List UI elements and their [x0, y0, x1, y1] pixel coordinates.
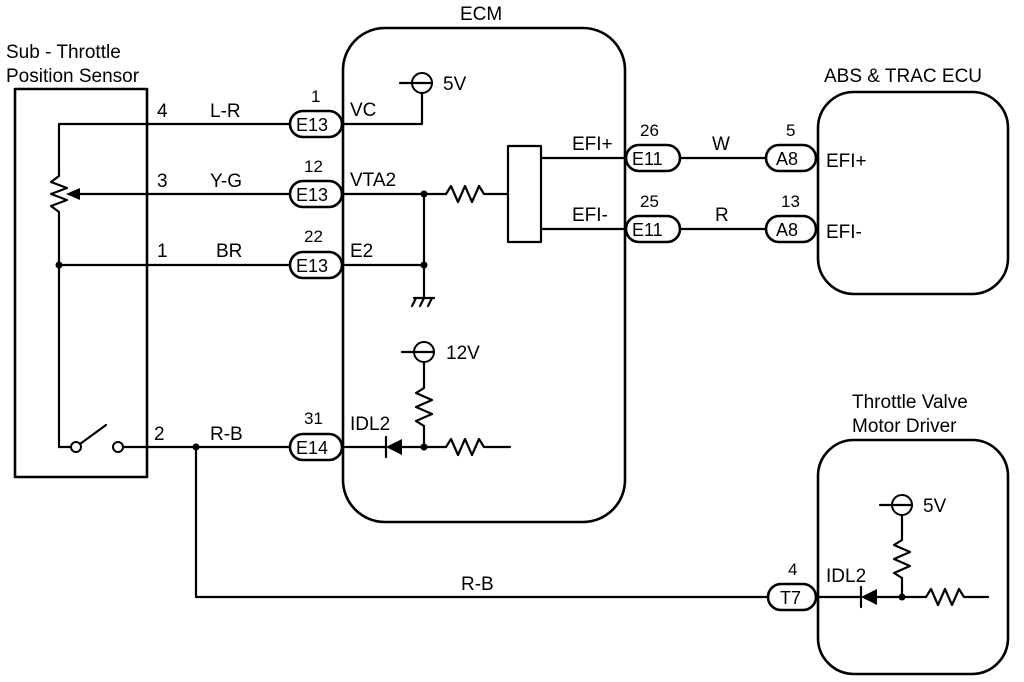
- connector-pin: 22: [304, 227, 323, 246]
- terminal-vta2: VTA2: [350, 170, 396, 191]
- wiper-arrowhead: [66, 188, 80, 200]
- motor-driver-title-line2: Motor Driver: [852, 416, 957, 437]
- connector-vc: 1 E13: [288, 87, 344, 139]
- connector-e2: 22 E13: [288, 227, 344, 280]
- connector-abs-efi-plus: 5 A8: [764, 121, 818, 173]
- connector-efi-minus: 25 E11: [624, 192, 682, 244]
- motor-driver-box: [816, 438, 1010, 676]
- switch-blade: [78, 423, 108, 446]
- abs-trac-ecu-box: [816, 90, 1010, 296]
- connector-idl2: 31 E14: [288, 409, 344, 462]
- connector-pill: [764, 143, 818, 173]
- terminal-efi-plus: EFI+: [572, 134, 613, 155]
- connector-pill: [764, 214, 818, 244]
- pullup-resistor: [414, 360, 434, 428]
- terminal-vc: VC: [350, 100, 376, 121]
- connector-pin: 12: [304, 157, 323, 176]
- terminal-e2: E2: [350, 241, 373, 262]
- driver-internals: IDL2 5V: [814, 494, 990, 609]
- driver-supply-5v: 5V: [923, 496, 947, 517]
- connector-efi-plus: 26 E11: [624, 121, 682, 173]
- motor-driver-title-line1: Throttle Valve: [852, 392, 968, 413]
- vc-line: [340, 92, 424, 126]
- connector-name: A8: [776, 149, 798, 169]
- connector-name: E13: [296, 256, 328, 276]
- driver-resistor: [924, 587, 990, 607]
- abs-terminal-efi-minus: EFI-: [826, 222, 862, 243]
- wire-color-e2: BR: [216, 241, 242, 262]
- connector-driver-idl2: 4 T7: [766, 560, 818, 612]
- wire-color-vc: L-R: [210, 101, 241, 122]
- switch-contact-right: [112, 441, 124, 453]
- connector-pin: 4: [788, 560, 797, 579]
- junction-dot: [420, 261, 428, 269]
- connector-pin: 5: [786, 121, 795, 140]
- connector-abs-efi-minus: 13 A8: [764, 192, 818, 244]
- abs-terminal-efi-plus: EFI+: [826, 151, 867, 172]
- sensor-title-line1: Sub - Throttle: [6, 42, 121, 63]
- wire-color-efi-plus: W: [712, 134, 730, 155]
- sensor-internals: [49, 122, 292, 453]
- sensor-pin-1: 1: [157, 241, 168, 262]
- wire-idl2-bottom: [194, 445, 772, 599]
- wire-color-idl2-bottom: R-B: [461, 574, 494, 595]
- ecm-title: ECM: [460, 4, 502, 25]
- connector-pin: 26: [640, 121, 659, 140]
- connector-pin: 13: [781, 192, 800, 211]
- connector-name: E14: [296, 438, 328, 458]
- sensor-pin-2: 2: [154, 424, 165, 445]
- connector-vta2: 12 E13: [288, 157, 344, 209]
- connector-pin: 31: [304, 409, 323, 428]
- sensor-box: [13, 87, 149, 479]
- driver-diode: [861, 589, 877, 605]
- connector-pin: 25: [640, 192, 659, 211]
- idl2-diode: [386, 439, 402, 455]
- driver-terminal-idl2: IDL2: [826, 566, 866, 587]
- abs-trac-ecu-title: ABS & TRAC ECU: [824, 66, 982, 87]
- junction-dot: [192, 443, 200, 451]
- sensor-title-line2: Position Sensor: [6, 66, 140, 87]
- wire-color-efi-minus: R: [715, 205, 729, 226]
- switch-contact-left: [70, 441, 82, 453]
- wire-color-idl2: R-B: [210, 424, 243, 445]
- ecm-box: [341, 26, 627, 524]
- potentiometer-resistor: [49, 174, 69, 214]
- sensor-pin-3: 3: [157, 171, 168, 192]
- ecm-internals: VC 5V VTA2 E2 EFI+ EFI- IDL2: [340, 72, 628, 459]
- sensor-pin-4: 4: [157, 101, 168, 122]
- ecm-processing-block: [506, 144, 543, 244]
- connector-name: E11: [632, 220, 663, 240]
- terminal-idl2: IDL2: [350, 414, 390, 435]
- terminal-efi-minus: EFI-: [572, 205, 608, 226]
- driver-pullup-resistor: [892, 514, 912, 580]
- ground-symbol: [410, 296, 436, 308]
- connector-name: T7: [780, 588, 801, 608]
- supply-5v: 5V: [443, 74, 467, 95]
- connector-name: E13: [296, 115, 328, 135]
- vta2-resistor: [444, 184, 510, 204]
- connector-name: E11: [632, 149, 663, 169]
- supply-12v: 12V: [446, 343, 480, 364]
- connector-name: A8: [776, 220, 798, 240]
- connector-pin: 1: [311, 87, 320, 106]
- connector-name: E13: [296, 185, 328, 205]
- wire-color-vta2: Y-G: [210, 171, 242, 192]
- idl2-resistor: [444, 437, 512, 457]
